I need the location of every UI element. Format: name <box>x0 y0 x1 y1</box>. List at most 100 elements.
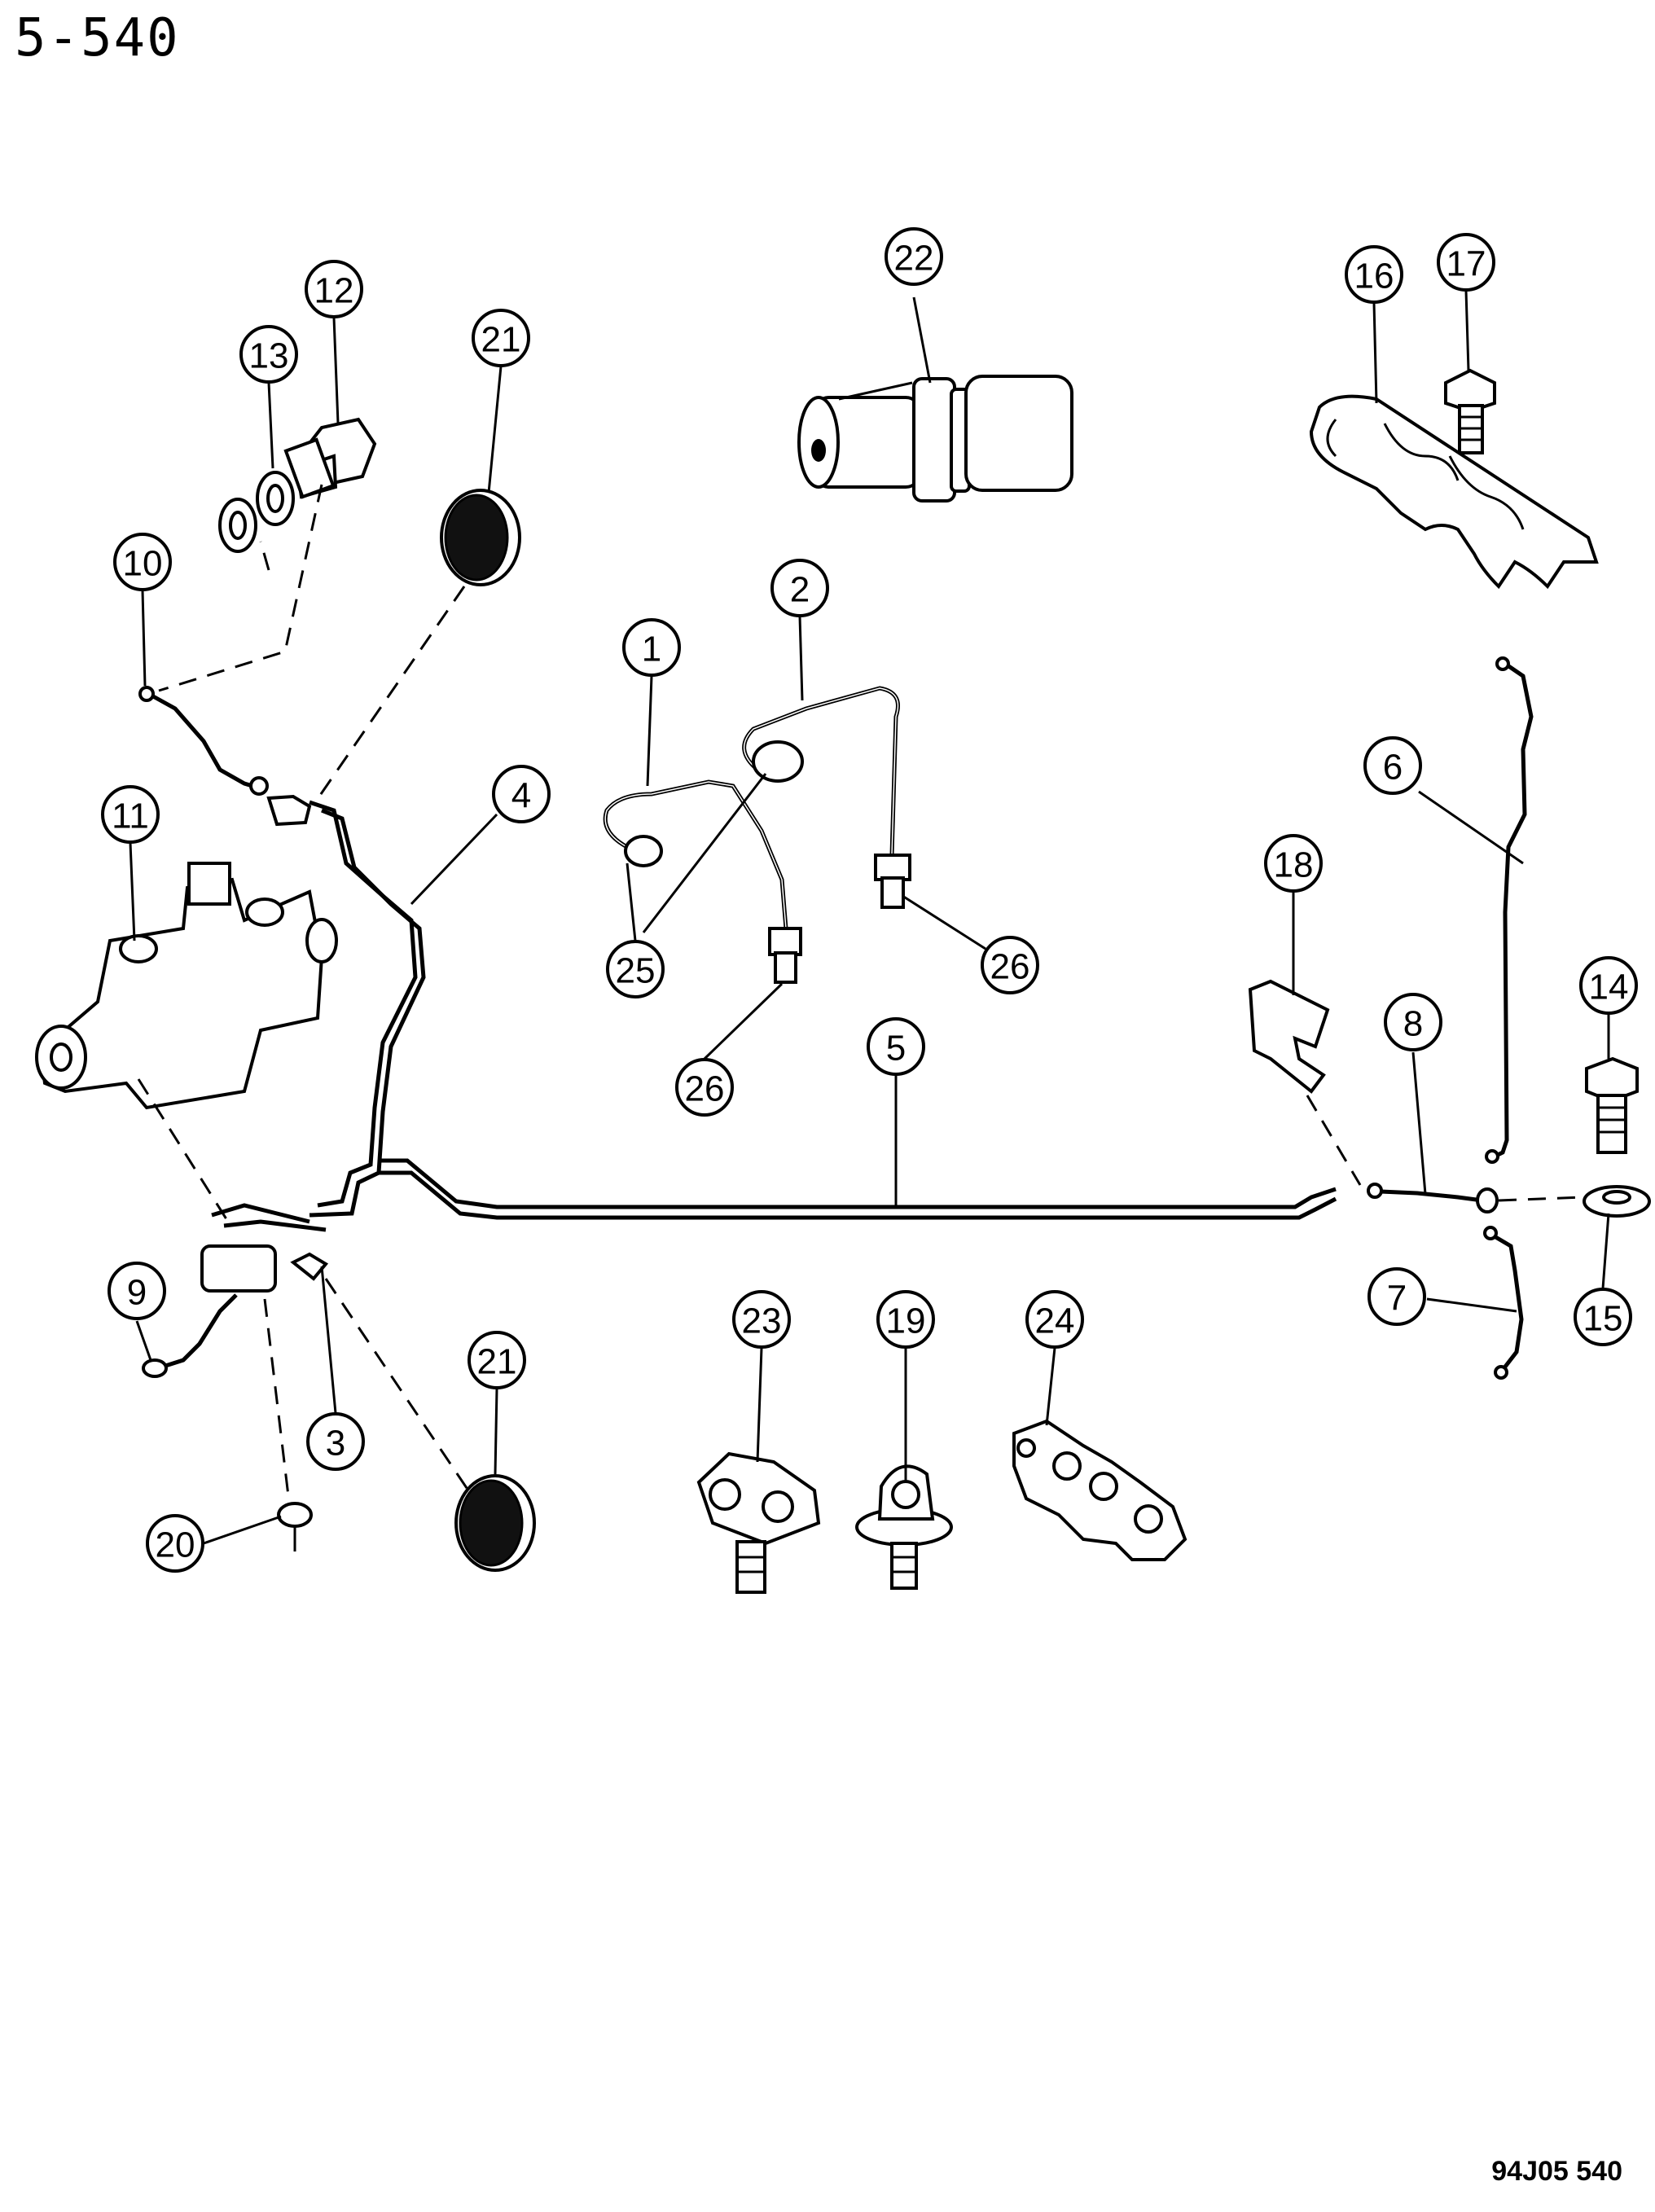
callout-circle <box>885 227 943 286</box>
callout-label: 17 <box>1446 244 1486 284</box>
front-brake-tube-part <box>309 800 426 1218</box>
callout-circle <box>113 533 172 591</box>
callout-c26b: 26 <box>981 936 1039 994</box>
callout-c11: 11 <box>101 785 160 844</box>
proportioning-valve-part <box>35 862 338 1110</box>
callout-label: 20 <box>156 1525 195 1565</box>
callout-circle <box>1025 1290 1084 1349</box>
callout-c3: 3 <box>306 1412 365 1471</box>
single-tube-clip-part <box>855 1464 953 1590</box>
callout-circle <box>867 1017 925 1076</box>
callout-c5: 5 <box>867 1017 925 1076</box>
copper-washer-part <box>218 471 295 553</box>
callout-label: 23 <box>742 1301 782 1341</box>
tube-bracket-part <box>1309 394 1599 590</box>
callout-label: 26 <box>685 1069 725 1109</box>
callout-c19: 19 <box>876 1290 935 1349</box>
hose-bolt-part <box>1585 1056 1639 1154</box>
rear-brake-hose-part <box>1367 1183 1499 1214</box>
leader-lines <box>129 290 1610 1545</box>
callout-label: 12 <box>314 271 354 311</box>
callout-c12: 12 <box>305 260 363 318</box>
callout-c18: 18 <box>1264 834 1323 893</box>
callout-circle <box>1437 233 1495 292</box>
callout-label: 26 <box>990 947 1030 987</box>
grommet-lower-part <box>454 1474 536 1572</box>
callout-circle <box>468 1331 526 1389</box>
callout-label: 24 <box>1035 1301 1075 1341</box>
figure-code: 94J05 540 <box>1491 2156 1622 2187</box>
junction-screw-part <box>277 1502 313 1551</box>
callout-c26a: 26 <box>675 1058 734 1117</box>
callout-circle <box>1579 956 1638 1015</box>
callout-label: 4 <box>511 776 531 816</box>
callout-label: 7 <box>1387 1279 1407 1319</box>
junction-block-part <box>200 1203 329 1293</box>
callout-label: 9 <box>127 1273 147 1313</box>
callout-circle <box>675 1058 734 1117</box>
hose-clip-part <box>1248 979 1330 1094</box>
callout-circle <box>876 1290 935 1349</box>
callout-label: 25 <box>616 951 656 991</box>
callout-c25: 25 <box>606 940 665 998</box>
callout-circle <box>622 618 681 677</box>
callout-circle <box>770 559 829 617</box>
callout-c23: 23 <box>732 1290 791 1349</box>
callout-c21b: 21 <box>468 1331 526 1389</box>
callout-c16: 16 <box>1345 245 1403 304</box>
callout-label: 8 <box>1403 1004 1423 1044</box>
callout-label: 21 <box>481 320 521 360</box>
multi-tube-clip-part <box>1012 1419 1187 1561</box>
tube-union-part <box>797 375 1073 503</box>
callout-circle <box>732 1290 791 1349</box>
callout-label: 11 <box>112 797 149 836</box>
callout-label: 2 <box>790 570 810 610</box>
callout-c8: 8 <box>1384 993 1442 1051</box>
callout-circle <box>239 325 298 384</box>
callout-c22: 22 <box>885 227 943 286</box>
tube-assembly-2-part <box>742 686 911 909</box>
callout-circle <box>1264 834 1323 893</box>
rear-left-tube-part <box>1485 656 1534 1164</box>
grommet-upper-part <box>440 489 521 586</box>
callout-label: 13 <box>249 336 289 376</box>
callout-label: 15 <box>1583 1299 1623 1339</box>
bracket-bolt-part <box>1444 368 1496 454</box>
callout-circle <box>606 940 665 998</box>
callout-c7: 7 <box>1367 1267 1426 1326</box>
callout-c21a: 21 <box>472 309 530 367</box>
rear-brake-tube-part <box>379 1158 1337 1220</box>
callout-circle <box>1367 1267 1426 1326</box>
callout-label: 1 <box>642 630 661 669</box>
callout-label: 14 <box>1589 968 1629 1007</box>
rear-right-tube-part <box>1483 1226 1524 1380</box>
callout-label: 16 <box>1354 257 1394 296</box>
callout-circle <box>472 309 530 367</box>
callout-circle <box>1345 245 1403 304</box>
callout-label: 10 <box>123 544 163 584</box>
callout-c1: 1 <box>622 618 681 677</box>
callout-circle <box>1574 1288 1632 1346</box>
callout-label: 3 <box>326 1424 345 1464</box>
callout-label: 22 <box>894 239 934 279</box>
callout-label: 19 <box>886 1301 926 1341</box>
lower-brake-hose-part <box>142 1293 238 1378</box>
callout-circle <box>108 1262 166 1320</box>
banjo-bolt-part <box>283 417 377 499</box>
callout-c17: 17 <box>1437 233 1495 292</box>
callout-c4: 4 <box>492 765 551 823</box>
callout-circle <box>1384 993 1442 1051</box>
callout-label: 5 <box>886 1029 906 1069</box>
callout-c2: 2 <box>770 559 829 617</box>
callout-label: 6 <box>1383 748 1403 788</box>
callout-label: 18 <box>1274 845 1314 885</box>
double-tube-clip-part <box>696 1451 821 1594</box>
callout-circle <box>492 765 551 823</box>
callout-c24: 24 <box>1025 1290 1084 1349</box>
callout-circle <box>305 260 363 318</box>
callout-c10: 10 <box>113 533 172 591</box>
callout-c14: 14 <box>1579 956 1638 1015</box>
callout-c20: 20 <box>146 1514 204 1573</box>
callout-c6: 6 <box>1363 736 1422 795</box>
